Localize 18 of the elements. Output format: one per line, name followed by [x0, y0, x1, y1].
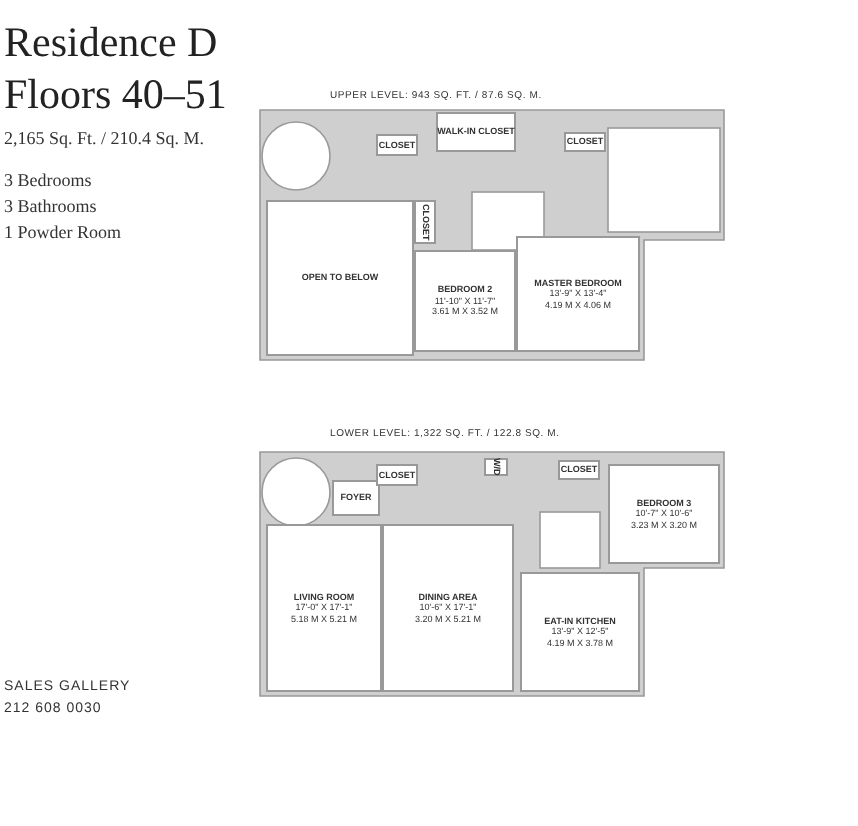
room [484, 458, 508, 476]
room [382, 524, 514, 692]
room [414, 250, 516, 352]
area-text: 2,165 Sq. Ft. / 210.4 Sq. M. [4, 128, 205, 148]
room [332, 480, 380, 516]
room [414, 200, 436, 244]
room [520, 572, 640, 692]
title: Residence D Floors 40–51 [4, 16, 229, 120]
room [266, 524, 382, 692]
room [608, 464, 720, 564]
room [266, 200, 414, 356]
feature-text: 3 Bathrooms [4, 196, 97, 216]
feature-text: 1 Powder Room [4, 222, 121, 242]
room [436, 112, 516, 152]
room [516, 236, 640, 352]
room [376, 134, 418, 156]
feature-text: 3 Bedrooms [4, 170, 92, 190]
room [376, 464, 418, 486]
